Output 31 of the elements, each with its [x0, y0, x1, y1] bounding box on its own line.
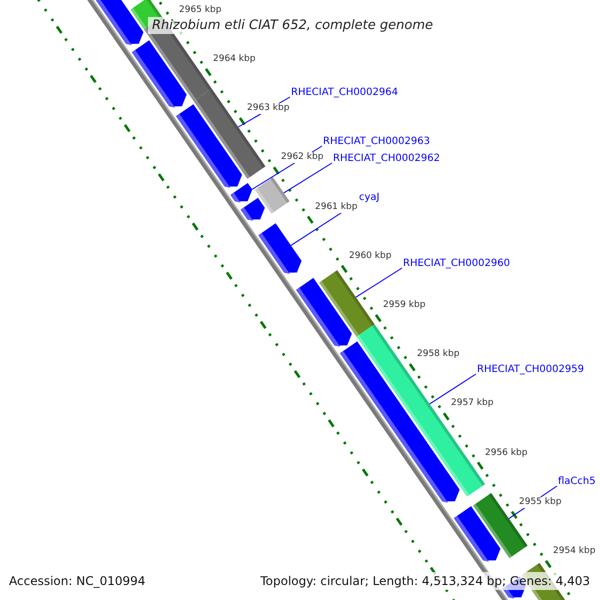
- gene-label: RHECIAT_CH0002960: [403, 257, 510, 271]
- gene-feature: [240, 198, 265, 221]
- scale-tick-label: 2965 kbp: [178, 4, 222, 16]
- scale-tick-label: 2960 kbp: [348, 250, 392, 262]
- scale-tick-label: 2964 kbp: [212, 54, 256, 65]
- leader-line: [283, 162, 332, 194]
- gene-feature: [230, 182, 252, 203]
- leader-line: [508, 486, 558, 520]
- leader-line: [290, 202, 358, 246]
- gene-feature: [258, 223, 302, 274]
- gene-feature: [132, 40, 187, 108]
- leader-line: [429, 374, 476, 404]
- scale-tick-label: 2959 kbp: [382, 300, 426, 311]
- scale-tick-label: 2955 kbp: [518, 496, 562, 508]
- gene-label: RHECIAT_CH0002959: [477, 363, 584, 377]
- scale-tick-label: 2954 kbp: [552, 546, 596, 557]
- gene-feature: [176, 104, 242, 188]
- leader-line: [252, 146, 322, 190]
- gene-label: RHECIAT_CH0002964: [291, 86, 398, 100]
- leader-line: [355, 268, 402, 298]
- scale-tick-label: 2958 kbp: [416, 349, 460, 360]
- gene-label: RHECIAT_CH0002962: [333, 152, 440, 166]
- scale-tick-label: 2957 kbp: [450, 398, 494, 410]
- scale-tick-label: 2961 kbp: [314, 202, 358, 213]
- gene-label: cyaJ: [359, 191, 380, 205]
- scale-tick-label: 2962 kbp: [280, 152, 324, 164]
- gene-feature: [94, 0, 144, 46]
- scale-tick-label: 2956 kbp: [484, 448, 528, 459]
- gene-label: flaCch5: [558, 475, 596, 489]
- scale-tick-label: 2963 kbp: [246, 103, 290, 114]
- gene-label: RHECIAT_CH0002963: [323, 135, 430, 149]
